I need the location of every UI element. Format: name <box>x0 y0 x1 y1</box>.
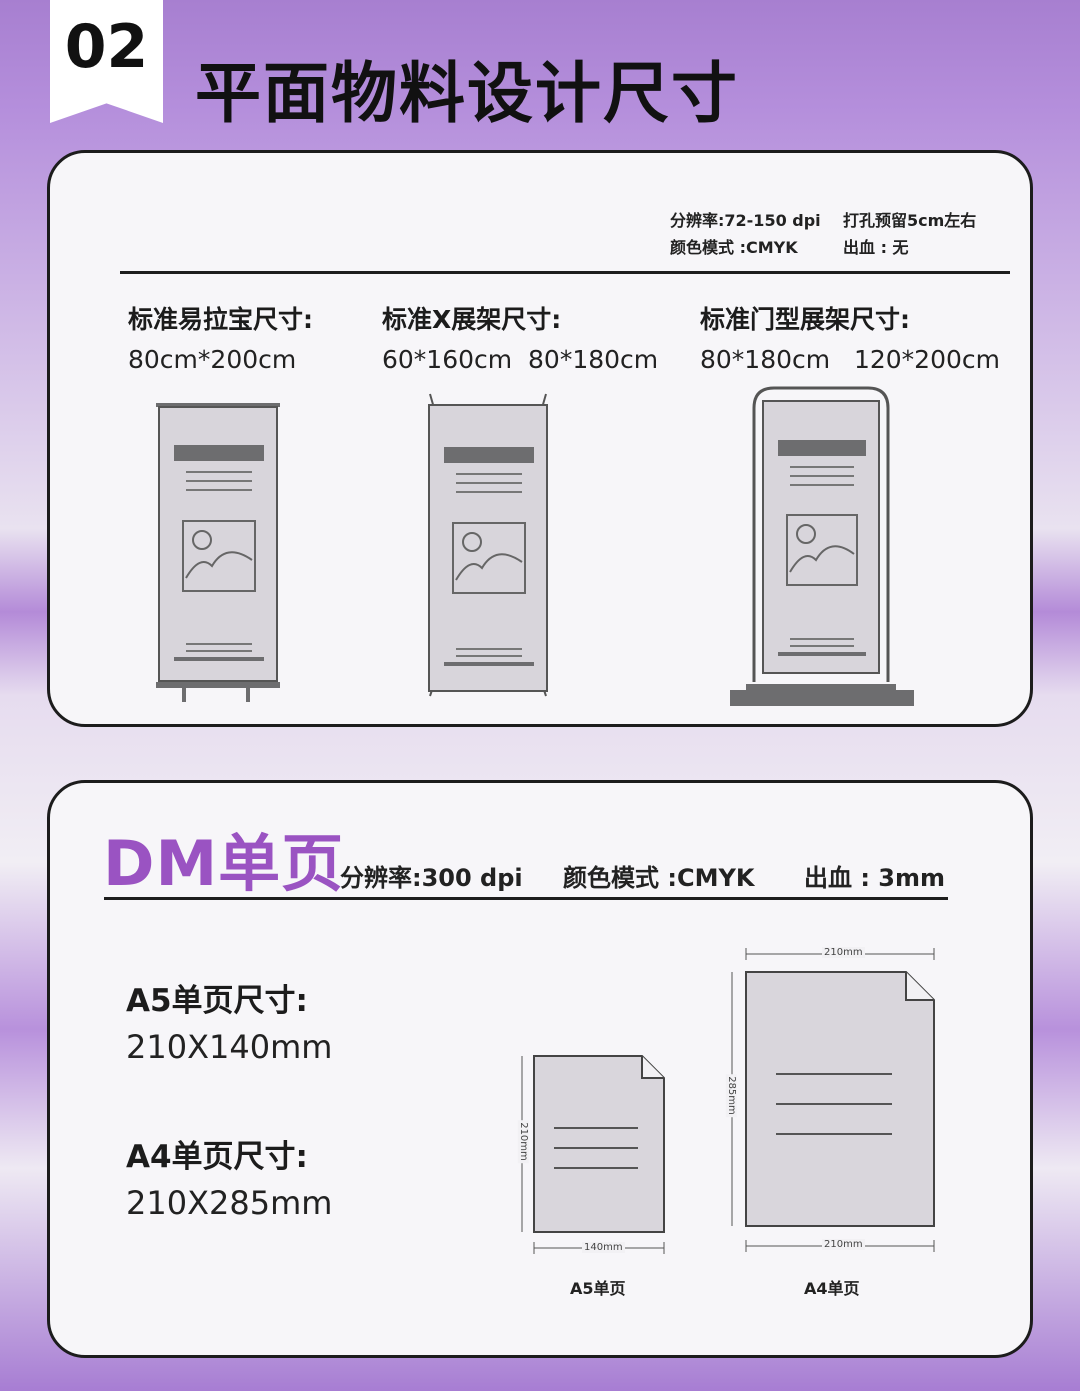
door-stand-text-line <box>790 466 854 468</box>
rollup-header-block <box>174 445 264 461</box>
door-stand-footer-bar <box>778 652 866 656</box>
a4-label: A4单页 <box>804 1279 860 1298</box>
door-stand-base <box>730 690 914 706</box>
a5-label: A5单页 <box>570 1279 626 1298</box>
rollup-foot <box>246 688 250 702</box>
divider <box>120 271 1010 274</box>
door-stand-text-line <box>790 475 854 477</box>
a4-height-dim: 285mm <box>725 1074 737 1117</box>
spec-reserve: 打孔预留5cm左右 <box>843 211 977 230</box>
door-stand-text-line <box>790 484 854 486</box>
x-stand-text-line <box>456 648 522 650</box>
a5-size: 210X140mm <box>126 1028 333 1066</box>
rollup-text-line <box>186 480 252 482</box>
a4-paper-icon <box>731 948 935 1252</box>
x-stand-text-line <box>456 482 522 484</box>
section-number-badge: 02 <box>50 0 163 123</box>
x-stand-footer-bar <box>444 662 534 666</box>
x-stand-text-line <box>456 491 522 493</box>
door-stand-frame <box>752 386 890 682</box>
door-stand-size: 80*180cm 120*200cm <box>700 345 1000 374</box>
image-placeholder-icon <box>182 520 256 592</box>
a4-width-dim-bottom: 210mm <box>822 1239 865 1250</box>
a5-title: A5单页尺寸: <box>112 975 336 1020</box>
rollup-text-line <box>186 489 252 491</box>
rollup-base <box>156 682 280 688</box>
door-stand-title: 标准门型展架尺寸: <box>694 300 922 336</box>
rollup-size: 80cm*200cm <box>128 345 297 374</box>
rollup-text-line <box>186 643 252 645</box>
spec-resolution: 分辨率:72-150 dpi <box>670 211 821 230</box>
image-placeholder-icon <box>786 514 858 586</box>
section-number: 02 <box>64 12 149 82</box>
rollup-footer-bar <box>174 657 264 661</box>
image-placeholder-icon <box>452 522 526 594</box>
rollup-text-line <box>186 650 252 652</box>
a5-width-dim: 140mm <box>582 1242 625 1253</box>
x-stand-size: 60*160cm 80*180cm <box>382 345 659 374</box>
door-stand-text-line <box>790 638 854 640</box>
spec-color-mode: 颜色模式 :CMYK <box>670 238 798 257</box>
a5-height-dim: 210mm <box>517 1120 529 1163</box>
dm-divider <box>104 897 948 900</box>
a4-title: A4单页尺寸: <box>112 1131 336 1176</box>
spec-bleed: 出血 : 无 <box>843 238 909 257</box>
page-title: 平面物料设计尺寸 <box>195 55 739 132</box>
door-stand-base-top <box>746 684 896 690</box>
a4-width-dim-top: 210mm <box>822 947 865 958</box>
x-stand-text-line <box>456 473 522 475</box>
x-stand-text-line <box>456 655 522 657</box>
rollup-title: 标准易拉宝尺寸: <box>122 300 325 336</box>
dm-spec-bleed: 出血 : 3mm <box>804 864 946 892</box>
rollup-text-line <box>186 471 252 473</box>
a5-paper-icon <box>521 1055 665 1254</box>
dm-spec-resolution: 分辨率:300 dpi <box>340 864 523 892</box>
a4-size: 210X285mm <box>126 1184 333 1222</box>
dm-title: DM单页 <box>103 827 345 900</box>
rollup-foot <box>182 688 186 702</box>
rollup-top-bar <box>156 403 280 407</box>
dm-spec-color-mode: 颜色模式 :CMYK <box>563 864 755 892</box>
x-stand-header-block <box>444 447 534 463</box>
x-stand-title: 标准X展架尺寸: <box>375 300 574 336</box>
door-stand-header-block <box>778 440 866 456</box>
door-stand-text-line <box>790 645 854 647</box>
